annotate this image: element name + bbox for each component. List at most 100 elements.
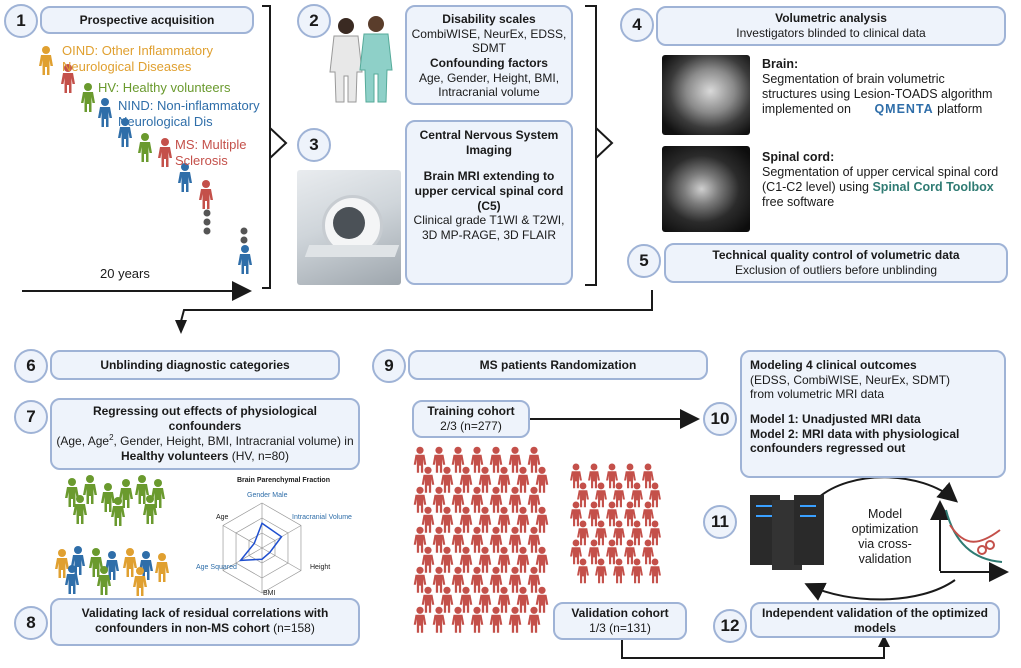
radar-title: Brain Parenchymal Fraction: [237, 477, 330, 484]
radar-axis-line: [261, 547, 302, 571]
step1-chevron: [269, 127, 288, 159]
training-n: 2/3 (n=277): [440, 418, 502, 433]
step-9-number: 9: [372, 349, 406, 383]
person-icon: [535, 466, 549, 493]
person-icon: [516, 546, 530, 573]
person-icon: [459, 466, 473, 493]
modeling-source: from volumetric MRI data: [750, 387, 885, 402]
step2-3-bracket: [585, 5, 597, 286]
step-1-number: 1: [4, 4, 38, 38]
person-icon: [527, 486, 541, 513]
person-icon: [432, 446, 446, 473]
step-9-box: MS patients Randomization: [408, 350, 708, 380]
person-icon: [508, 526, 522, 553]
radar-axis-line: [222, 525, 263, 549]
disability-scales-list: CombiWISE, NeurEx, EDSS, SDMT: [411, 26, 567, 56]
person-icon: [516, 586, 530, 613]
step-5-box: Technical quality control of volumetric …: [664, 243, 1008, 283]
step-2-box: Disability scales CombiWISE, NeurEx, EDS…: [405, 5, 573, 105]
person-icon: [421, 506, 435, 533]
step-6-box: Unblinding diagnostic categories: [50, 350, 340, 380]
person-icon: [470, 606, 484, 633]
brain-description: Brain: Segmentation of brain volumetric …: [762, 57, 1002, 117]
person-icon: [508, 486, 522, 513]
step-7-number: 7: [14, 400, 48, 434]
nonms-group-mixed: [55, 546, 169, 596]
timeline-years: 20 years: [100, 266, 150, 281]
cycle-arrow-top: [817, 476, 959, 503]
person-icon: [497, 466, 511, 493]
model-1: Model 1: Unadjusted MRI data: [750, 412, 996, 427]
step1-bracket: [262, 5, 271, 289]
person-icon: [421, 546, 435, 573]
confounder-list-b: , Gender, Height, BMI, Intracranial volu…: [113, 434, 341, 449]
model-1-label: Model 1:: [750, 411, 799, 426]
person-icon: [516, 466, 530, 493]
step-3-box: Central Nervous System Imaging Brain MRI…: [405, 120, 573, 285]
cord-text-end: free software: [762, 195, 835, 209]
brain-title: Brain:: [762, 57, 799, 71]
hv-bold: Healthy volunteers: [121, 448, 229, 463]
person-icon: [489, 566, 503, 593]
person-icon: [527, 606, 541, 633]
radar-axis-height: Height: [310, 564, 331, 571]
person-icon: [440, 506, 454, 533]
hv-n: (HV, n=80): [231, 448, 289, 463]
ms-label: MS: Multiple Sclerosis: [175, 137, 247, 168]
person-icon: [470, 526, 484, 553]
volumetric-subtitle: Investigators blinded to clinical data: [736, 25, 926, 40]
person-icon: [459, 586, 473, 613]
flow-arrow-5-6: [179, 290, 653, 326]
step-4-number: 4: [620, 8, 654, 42]
person-icon: [440, 466, 454, 493]
person-icon: [508, 606, 522, 633]
step-5-number: 5: [627, 244, 661, 278]
step-7-box: Regressing out effects of physiological …: [50, 398, 360, 470]
person-icon: [123, 548, 137, 577]
person-icon: [470, 486, 484, 513]
person-icon: [535, 546, 549, 573]
step-11-number: 11: [703, 505, 737, 539]
person-icon: [497, 586, 511, 613]
step-3-number: 3: [297, 128, 331, 162]
radar-axis-age-squared: Age Squared: [196, 564, 237, 571]
person-icon: [65, 478, 79, 507]
person-icon: [478, 546, 492, 573]
person-icon: [440, 586, 454, 613]
step-6-number: 6: [14, 349, 48, 383]
radar-axis-line: [222, 547, 263, 571]
independent-validation-title: Independent validation of the optimized …: [761, 606, 988, 635]
person-icon: [451, 486, 465, 513]
confounder-sup: 2: [109, 433, 114, 443]
person-icon: [478, 506, 492, 533]
person-icon: [535, 506, 549, 533]
model-2-text: MRI data with physiological confounders …: [750, 426, 960, 456]
person-icon: [470, 446, 484, 473]
person-icon: [478, 586, 492, 613]
validation-n: 1/3 (n=131): [589, 620, 651, 635]
person-icon: [432, 486, 446, 513]
person-icon: [432, 566, 446, 593]
hv-group-green: [65, 475, 165, 526]
brain-text-end: platform: [937, 102, 983, 116]
oind-label: OIND: Other Inflammatory Neurological Di…: [62, 43, 213, 74]
cord-text: Segmentation of upper cervical spinal co…: [762, 165, 999, 194]
spinal-cord-toolbox: Spinal Cord Toolbox: [872, 180, 994, 194]
nind-label: NIND: Non-inflammatory Neurological Dis: [118, 98, 260, 129]
person-icon: [432, 606, 446, 633]
step-8-box: Validating lack of residual correlations…: [50, 598, 360, 646]
person-icon: [451, 526, 465, 553]
person-icon: [470, 566, 484, 593]
person-icon: [527, 566, 541, 593]
validation-crowd: [570, 463, 661, 584]
step-10-number: 10: [703, 402, 737, 436]
person-icon: [508, 446, 522, 473]
training-cohort-box: Training cohort 2/3 (n=277): [412, 400, 530, 438]
step-1-title-box: Prospective acquisition: [40, 6, 254, 34]
modeling-outcomes: (EDSS, CombiWISE, NeurEx, SDMT): [750, 372, 951, 387]
person-icon: [119, 479, 133, 508]
person-icon: [413, 486, 427, 513]
training-crowd: [413, 446, 549, 633]
spinal-cord-mri-image: [662, 146, 750, 232]
